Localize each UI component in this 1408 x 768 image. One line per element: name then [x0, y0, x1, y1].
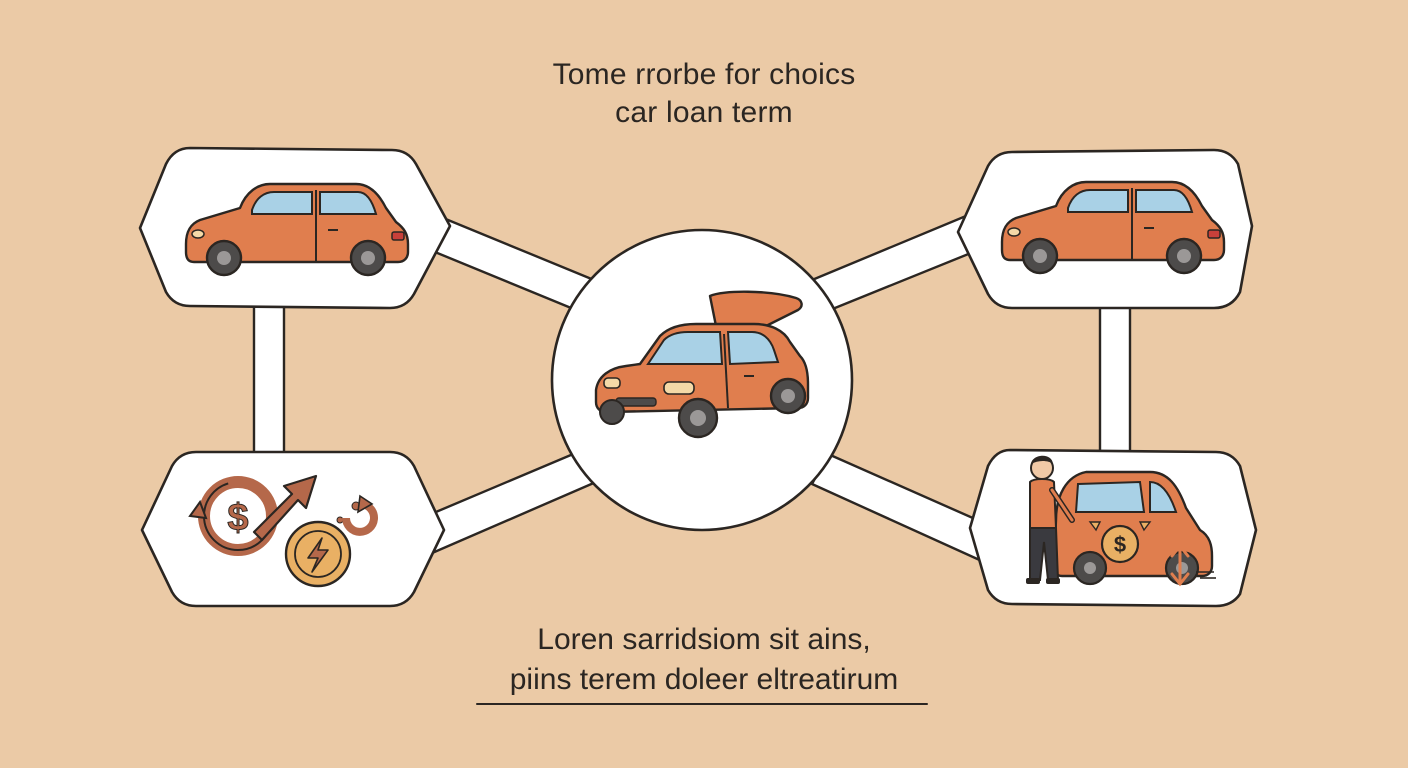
caption-line-2: piins terem doleer eltreatirum: [509, 663, 899, 696]
connector-bottom-right: [810, 452, 1002, 564]
panel-top-right: [956, 148, 1254, 310]
connector-left-vertical: [252, 304, 286, 460]
svg-text:$: $: [227, 497, 248, 539]
connector-right-vertical: [1098, 304, 1132, 460]
diagram-caption: Loren sarridsiom sit ains, piins terem d…: [404, 620, 1004, 700]
money-cycle-icon: $: [188, 474, 378, 588]
person-with-car-icon: $: [1026, 455, 1216, 587]
svg-text:$: $: [1114, 532, 1126, 557]
panel-bottom-right: $: [968, 448, 1258, 608]
diagram-title: Tome rrorbe for choics car loan term: [404, 56, 1004, 132]
panel-bottom-left: $: [140, 450, 446, 608]
title-line-2: car loan term: [615, 96, 793, 129]
center-node: [550, 228, 854, 532]
caption-underline: [476, 703, 928, 705]
panel-top-left: [138, 146, 452, 310]
car-sedan-open-trunk-icon: [594, 290, 810, 439]
caption-line-1: Loren sarridsiom sit ains,: [537, 623, 871, 656]
title-line-1: Tome rrorbe for choics: [552, 58, 856, 91]
